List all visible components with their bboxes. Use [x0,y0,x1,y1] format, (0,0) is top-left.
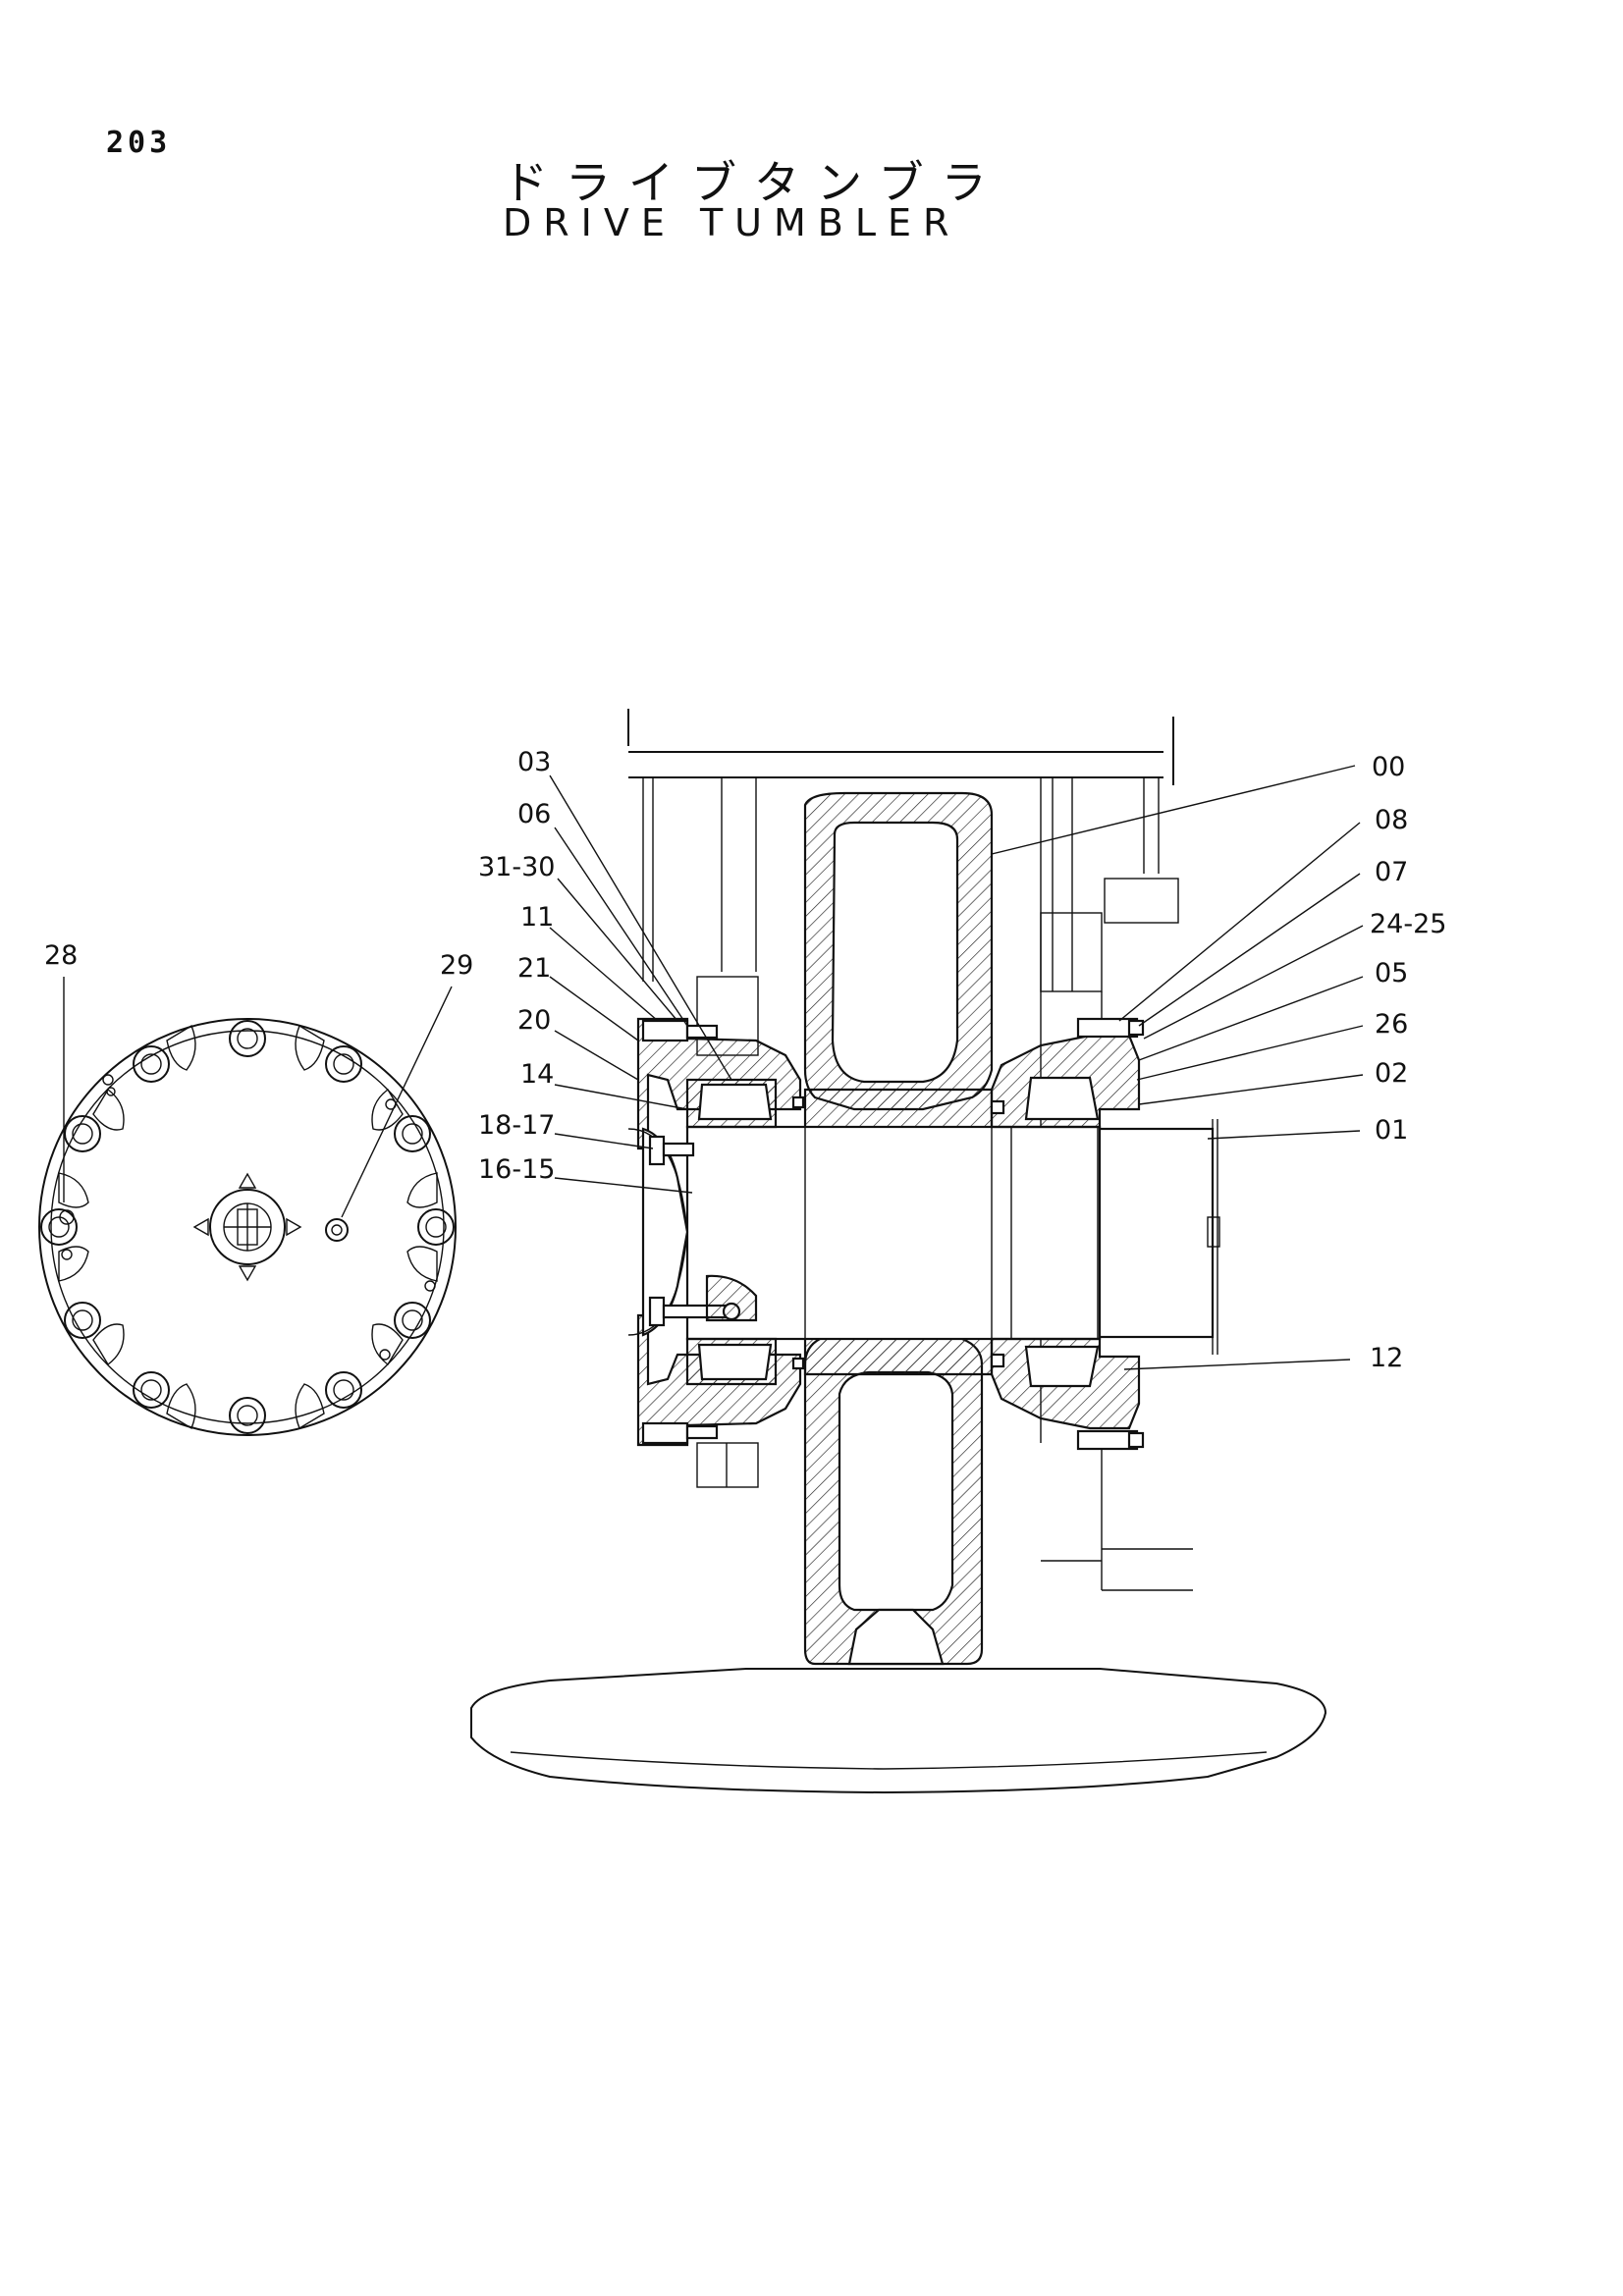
callout-16-15: 16-15 [478,1154,555,1185]
flange-center-hub [192,1172,302,1282]
callout-11: 11 [520,902,554,933]
callout-29: 29 [440,950,473,981]
track-shoe-outline [470,1668,1327,1794]
callout-06: 06 [517,799,551,829]
leader-lines [63,765,1364,1370]
callout-00: 00 [1372,752,1405,782]
right-housing [696,1017,1193,1591]
center-shaft [685,1119,1220,1355]
page-number: 203 [106,126,172,160]
callout-28: 28 [44,940,78,971]
left-housing [627,1017,805,1447]
flange-pockets [58,1024,438,1430]
callout-labels: 03 06 31-30 11 21 20 14 18-17 16-15 28 2… [44,747,1446,1373]
callout-18-17: 18-17 [478,1110,555,1141]
callout-20: 20 [517,1005,551,1036]
callout-26: 26 [1375,1009,1408,1040]
motor-flange-end-view [38,1018,457,1436]
callout-24-25: 24-25 [1370,909,1446,939]
callout-01: 01 [1375,1115,1408,1146]
callout-12: 12 [1370,1343,1403,1373]
callout-07: 07 [1375,857,1408,887]
callout-14: 14 [520,1059,554,1090]
callout-21: 21 [517,953,551,984]
tumbler-wheel-section [803,791,994,1666]
callout-02: 02 [1375,1058,1408,1089]
callout-03: 03 [517,747,551,777]
title-english: DRIVE TUMBLER [503,201,961,244]
title-japanese: ドライブタンブラ [503,156,1004,209]
callout-08: 08 [1375,805,1408,835]
flange-bolt-ring [40,1020,455,1434]
callout-05: 05 [1375,958,1408,988]
callout-31-30: 31-30 [478,852,555,882]
